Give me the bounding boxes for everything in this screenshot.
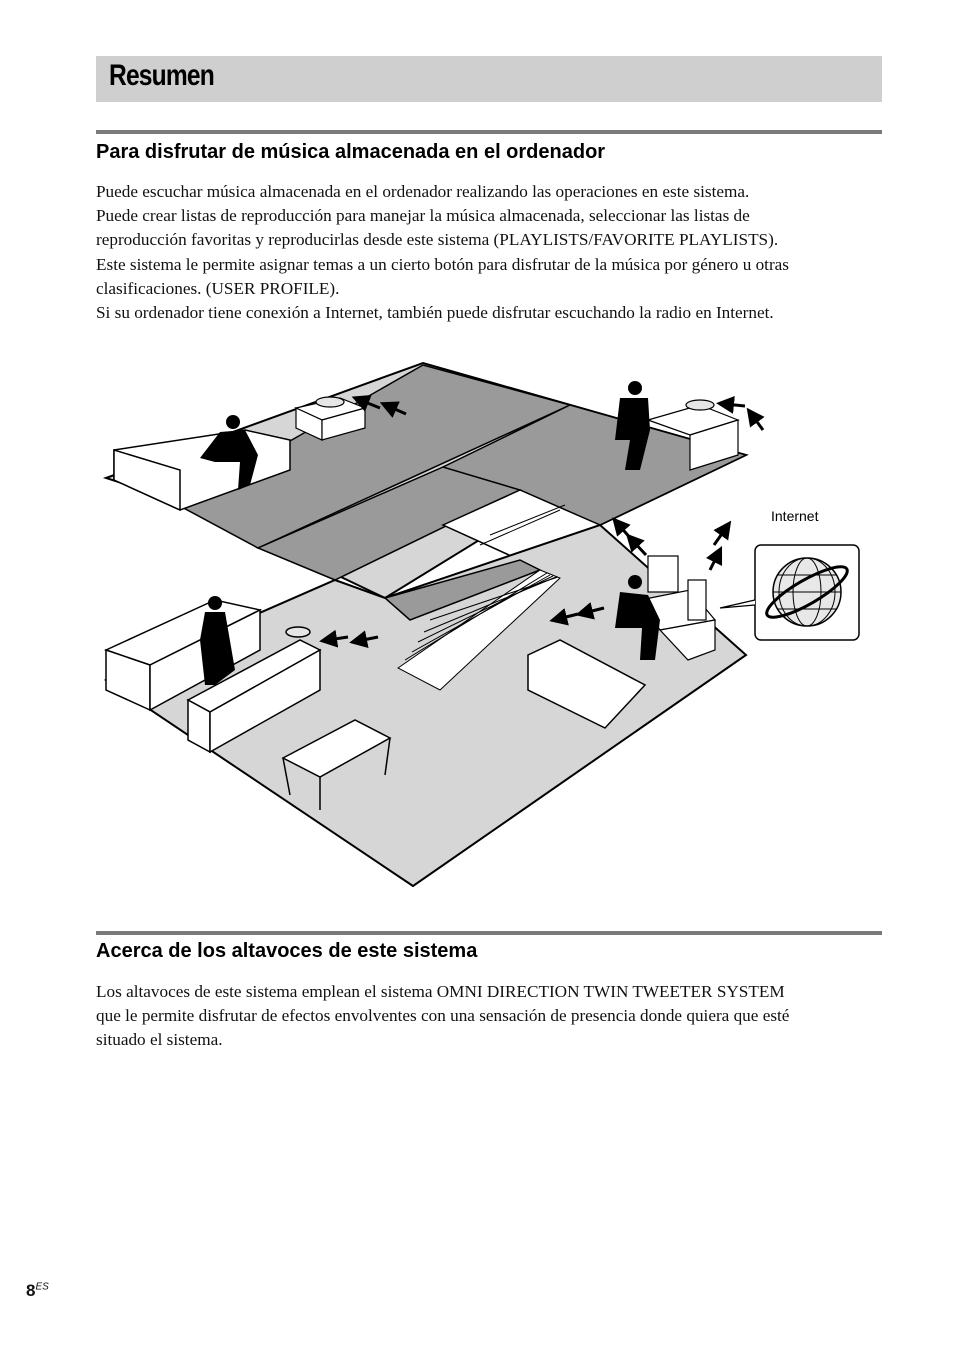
section1-line: Este sistema le permite asignar temas a …	[96, 254, 789, 274]
section-rule	[96, 130, 882, 134]
dining-table	[281, 719, 392, 810]
section2-line: que le permite disfrutar de efectos envo…	[96, 1006, 790, 1026]
person-sofa	[200, 415, 258, 490]
page-number-value: 8	[26, 1281, 36, 1300]
person-kitchen	[200, 596, 235, 685]
sound-arrows	[319, 394, 765, 649]
page-number: 8ES	[26, 1281, 49, 1301]
home-network-illustration: Internet	[102, 361, 860, 888]
person-computer	[615, 575, 660, 660]
person-desk-upper	[615, 381, 650, 470]
section1-line: Puede escuchar música almacenada en el o…	[96, 182, 750, 201]
page-title: Resumen	[109, 59, 215, 92]
section2-line: situado el sistema.	[96, 1030, 223, 1050]
desk-upper-right	[646, 399, 740, 471]
section1-line: Puede crear listas de reproducción para …	[96, 206, 750, 226]
internet-label: Internet	[771, 508, 819, 524]
section1-text: Puede escuchar música almacenada en el o…	[96, 180, 886, 325]
page-number-suffix: ES	[35, 1281, 49, 1293]
section1-line: Si su ordenador tiene conexión a Interne…	[96, 303, 774, 323]
section-rule	[96, 931, 882, 935]
staircase	[397, 504, 566, 691]
title-bar: Resumen	[96, 56, 882, 102]
section2-heading: Acerca de los altavoces de este sistema	[96, 940, 478, 962]
section1-heading: Para disfrutar de música almacenada en e…	[96, 141, 606, 163]
sofa-lower	[527, 639, 647, 729]
internet-globe-icon	[719, 544, 860, 641]
section2-text: Los altavoces de este sistema emplean el…	[96, 980, 886, 1053]
section2-line: Los altavoces de este sistema emplean el…	[96, 982, 785, 1001]
section1-line: reproducción favoritas y reproducirlas d…	[96, 230, 779, 250]
section1-line: clasificaciones. (USER PROFILE).	[96, 278, 340, 298]
